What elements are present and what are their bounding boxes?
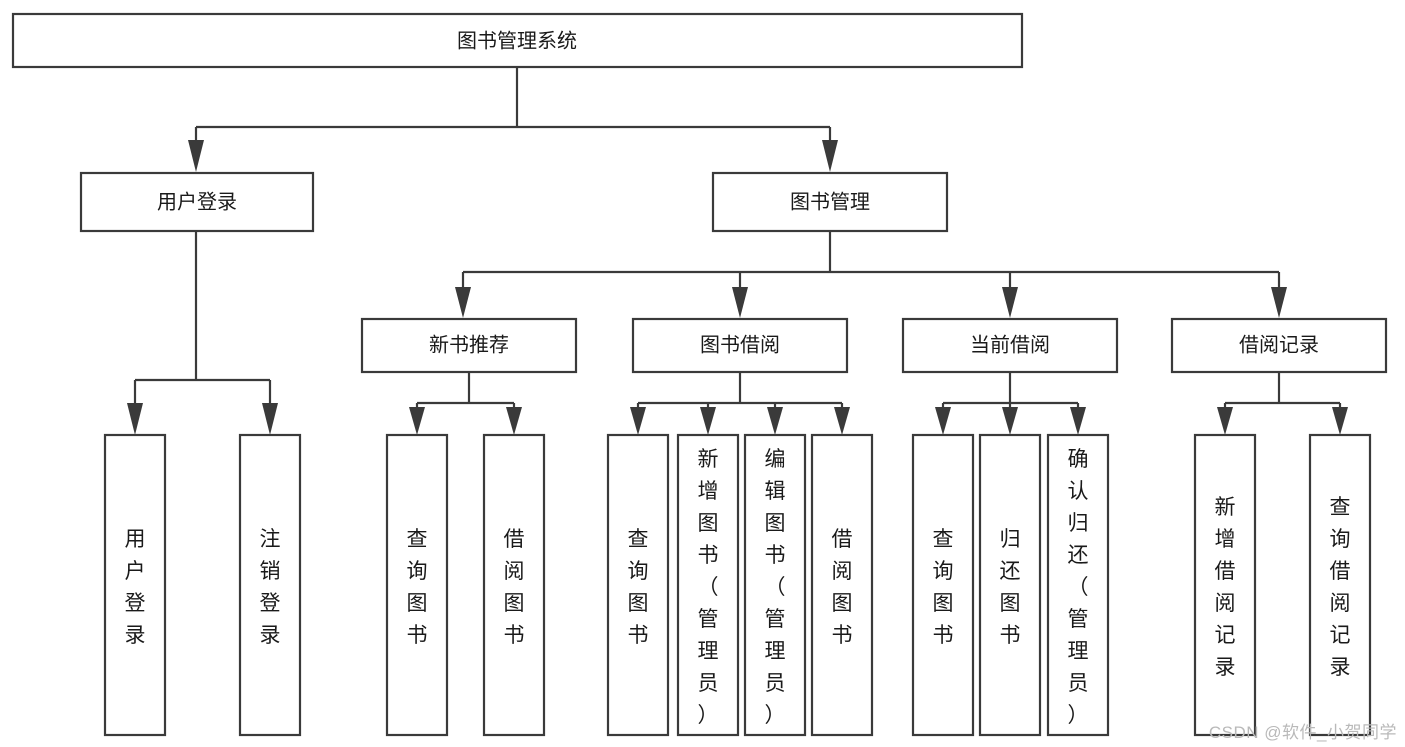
leaf-book-borrow-1[interactable]: 查询图书: [606, 433, 670, 737]
arrowhead-newbook-leaf-2: [506, 407, 522, 435]
leaf-box[interactable]: [1046, 433, 1110, 737]
arrowhead-currentborrow-leaf-2: [1002, 407, 1018, 435]
node-current-borrow[interactable]: 当前借阅: [901, 317, 1119, 374]
node-user-login-box[interactable]: [79, 171, 315, 233]
leaf-current-borrow-1[interactable]: 查询图书: [911, 433, 975, 737]
leaf-box[interactable]: [385, 433, 449, 737]
arrowhead-leaf-user-login: [127, 403, 143, 435]
node-new-book-rec-label: 新书推荐: [429, 333, 509, 356]
node-root-label: 图书管理系统: [457, 29, 577, 52]
leaf-box[interactable]: [482, 433, 546, 737]
leaf-label: 查询图书: [933, 528, 954, 647]
node-book-manage[interactable]: 图书管理: [711, 171, 949, 233]
leaf-user-login-2[interactable]: 注销登录: [238, 433, 302, 737]
arrowhead-borrow-record: [1271, 287, 1287, 318]
node-user-login-label: 用户登录: [157, 190, 237, 213]
leaf-book-borrow-4[interactable]: 借阅图书: [810, 433, 874, 737]
arrowhead-newbook-leaf-1: [409, 407, 425, 435]
arrowhead-borrowrecord-leaf-2: [1332, 407, 1348, 435]
leaf-label: 借阅图书: [504, 528, 525, 647]
leaf-box[interactable]: [238, 433, 302, 737]
arrowhead-borrowrecord-leaf-1: [1217, 407, 1233, 435]
arrowhead-user-login: [188, 140, 204, 172]
arrowhead-currentborrow-leaf-1: [935, 407, 951, 435]
arrowhead-book-manage: [822, 140, 838, 172]
leaf-label: 归还图书: [1000, 528, 1021, 647]
arrowhead-bookborrow-leaf-4: [834, 407, 850, 435]
csdn-watermark: CSDN @软件_小贺同学: [1208, 723, 1397, 742]
leaf-current-borrow-3[interactable]: 确认归还（管理员）: [1046, 433, 1110, 737]
leaf-box[interactable]: [978, 433, 1042, 737]
node-borrow-record-box[interactable]: [1170, 317, 1388, 374]
arrowhead-current-borrow: [1002, 287, 1018, 318]
leaves-layer: 用户登录 注销登录 查询图书 借阅图书 查询图书 新增图书: [103, 433, 1372, 737]
leaf-box[interactable]: [1308, 433, 1372, 737]
nodes-layer: 图书管理系统 用户登录 图书管理 新书推荐 图书借阅: [11, 12, 1388, 374]
leaf-label: 查询借阅记录: [1330, 496, 1351, 679]
arrowhead-leaf-logout: [262, 403, 278, 435]
arrowhead-bookborrow-leaf-2: [700, 407, 716, 435]
node-new-book-rec-box[interactable]: [360, 317, 578, 374]
node-borrow-record-label: 借阅记录: [1239, 333, 1319, 356]
leaf-book-borrow-2[interactable]: 新增图书（管理员）: [676, 433, 740, 737]
leaf-label: 借阅图书: [832, 528, 853, 647]
leaf-label: 新增图书（管理员）: [698, 448, 719, 727]
leaf-label: 查询图书: [628, 528, 649, 647]
leaf-label: 编辑图书（管理员）: [765, 448, 786, 727]
node-book-manage-label: 图书管理: [790, 190, 870, 213]
arrowhead-bookborrow-leaf-1: [630, 407, 646, 435]
node-borrow-record[interactable]: 借阅记录: [1170, 317, 1388, 374]
leaf-box[interactable]: [103, 433, 167, 737]
connectors-layer: [127, 67, 1348, 435]
arrowhead-currentborrow-leaf-3: [1070, 407, 1086, 435]
leaf-current-borrow-2[interactable]: 归还图书: [978, 433, 1042, 737]
leaf-box[interactable]: [676, 433, 740, 737]
leaf-borrow-record-1[interactable]: 新增借阅记录: [1193, 433, 1257, 737]
leaf-box[interactable]: [1193, 433, 1257, 737]
leaf-label: 确认归还（管理员）: [1068, 448, 1089, 727]
leaf-box[interactable]: [743, 433, 807, 737]
leaf-borrow-record-2[interactable]: 查询借阅记录: [1308, 433, 1372, 737]
node-root-box[interactable]: [11, 12, 1024, 69]
arrowhead-book-borrow: [732, 287, 748, 318]
node-new-book-rec[interactable]: 新书推荐: [360, 317, 578, 374]
leaf-label: 新增借阅记录: [1215, 496, 1236, 679]
leaf-user-login-1[interactable]: 用户登录: [103, 433, 167, 737]
node-book-borrow-label: 图书借阅: [700, 333, 780, 356]
arrowhead-new-book-rec: [455, 287, 471, 318]
arrowhead-bookborrow-leaf-3: [767, 407, 783, 435]
leaf-box[interactable]: [911, 433, 975, 737]
leaf-new-book-rec-1[interactable]: 查询图书: [385, 433, 449, 737]
node-current-borrow-label: 当前借阅: [970, 333, 1050, 356]
leaf-box[interactable]: [810, 433, 874, 737]
leaf-label: 查询图书: [407, 528, 428, 647]
leaf-label: 用户登录: [125, 528, 146, 647]
node-current-borrow-box[interactable]: [901, 317, 1119, 374]
leaf-label: 注销登录: [260, 528, 281, 647]
node-root[interactable]: 图书管理系统: [11, 12, 1024, 69]
leaf-new-book-rec-2[interactable]: 借阅图书: [482, 433, 546, 737]
node-book-manage-box[interactable]: [711, 171, 949, 233]
leaf-book-borrow-3[interactable]: 编辑图书（管理员）: [743, 433, 807, 737]
node-user-login[interactable]: 用户登录: [79, 171, 315, 233]
leaf-box[interactable]: [606, 433, 670, 737]
node-book-borrow[interactable]: 图书借阅: [631, 317, 849, 374]
node-book-borrow-box[interactable]: [631, 317, 849, 374]
